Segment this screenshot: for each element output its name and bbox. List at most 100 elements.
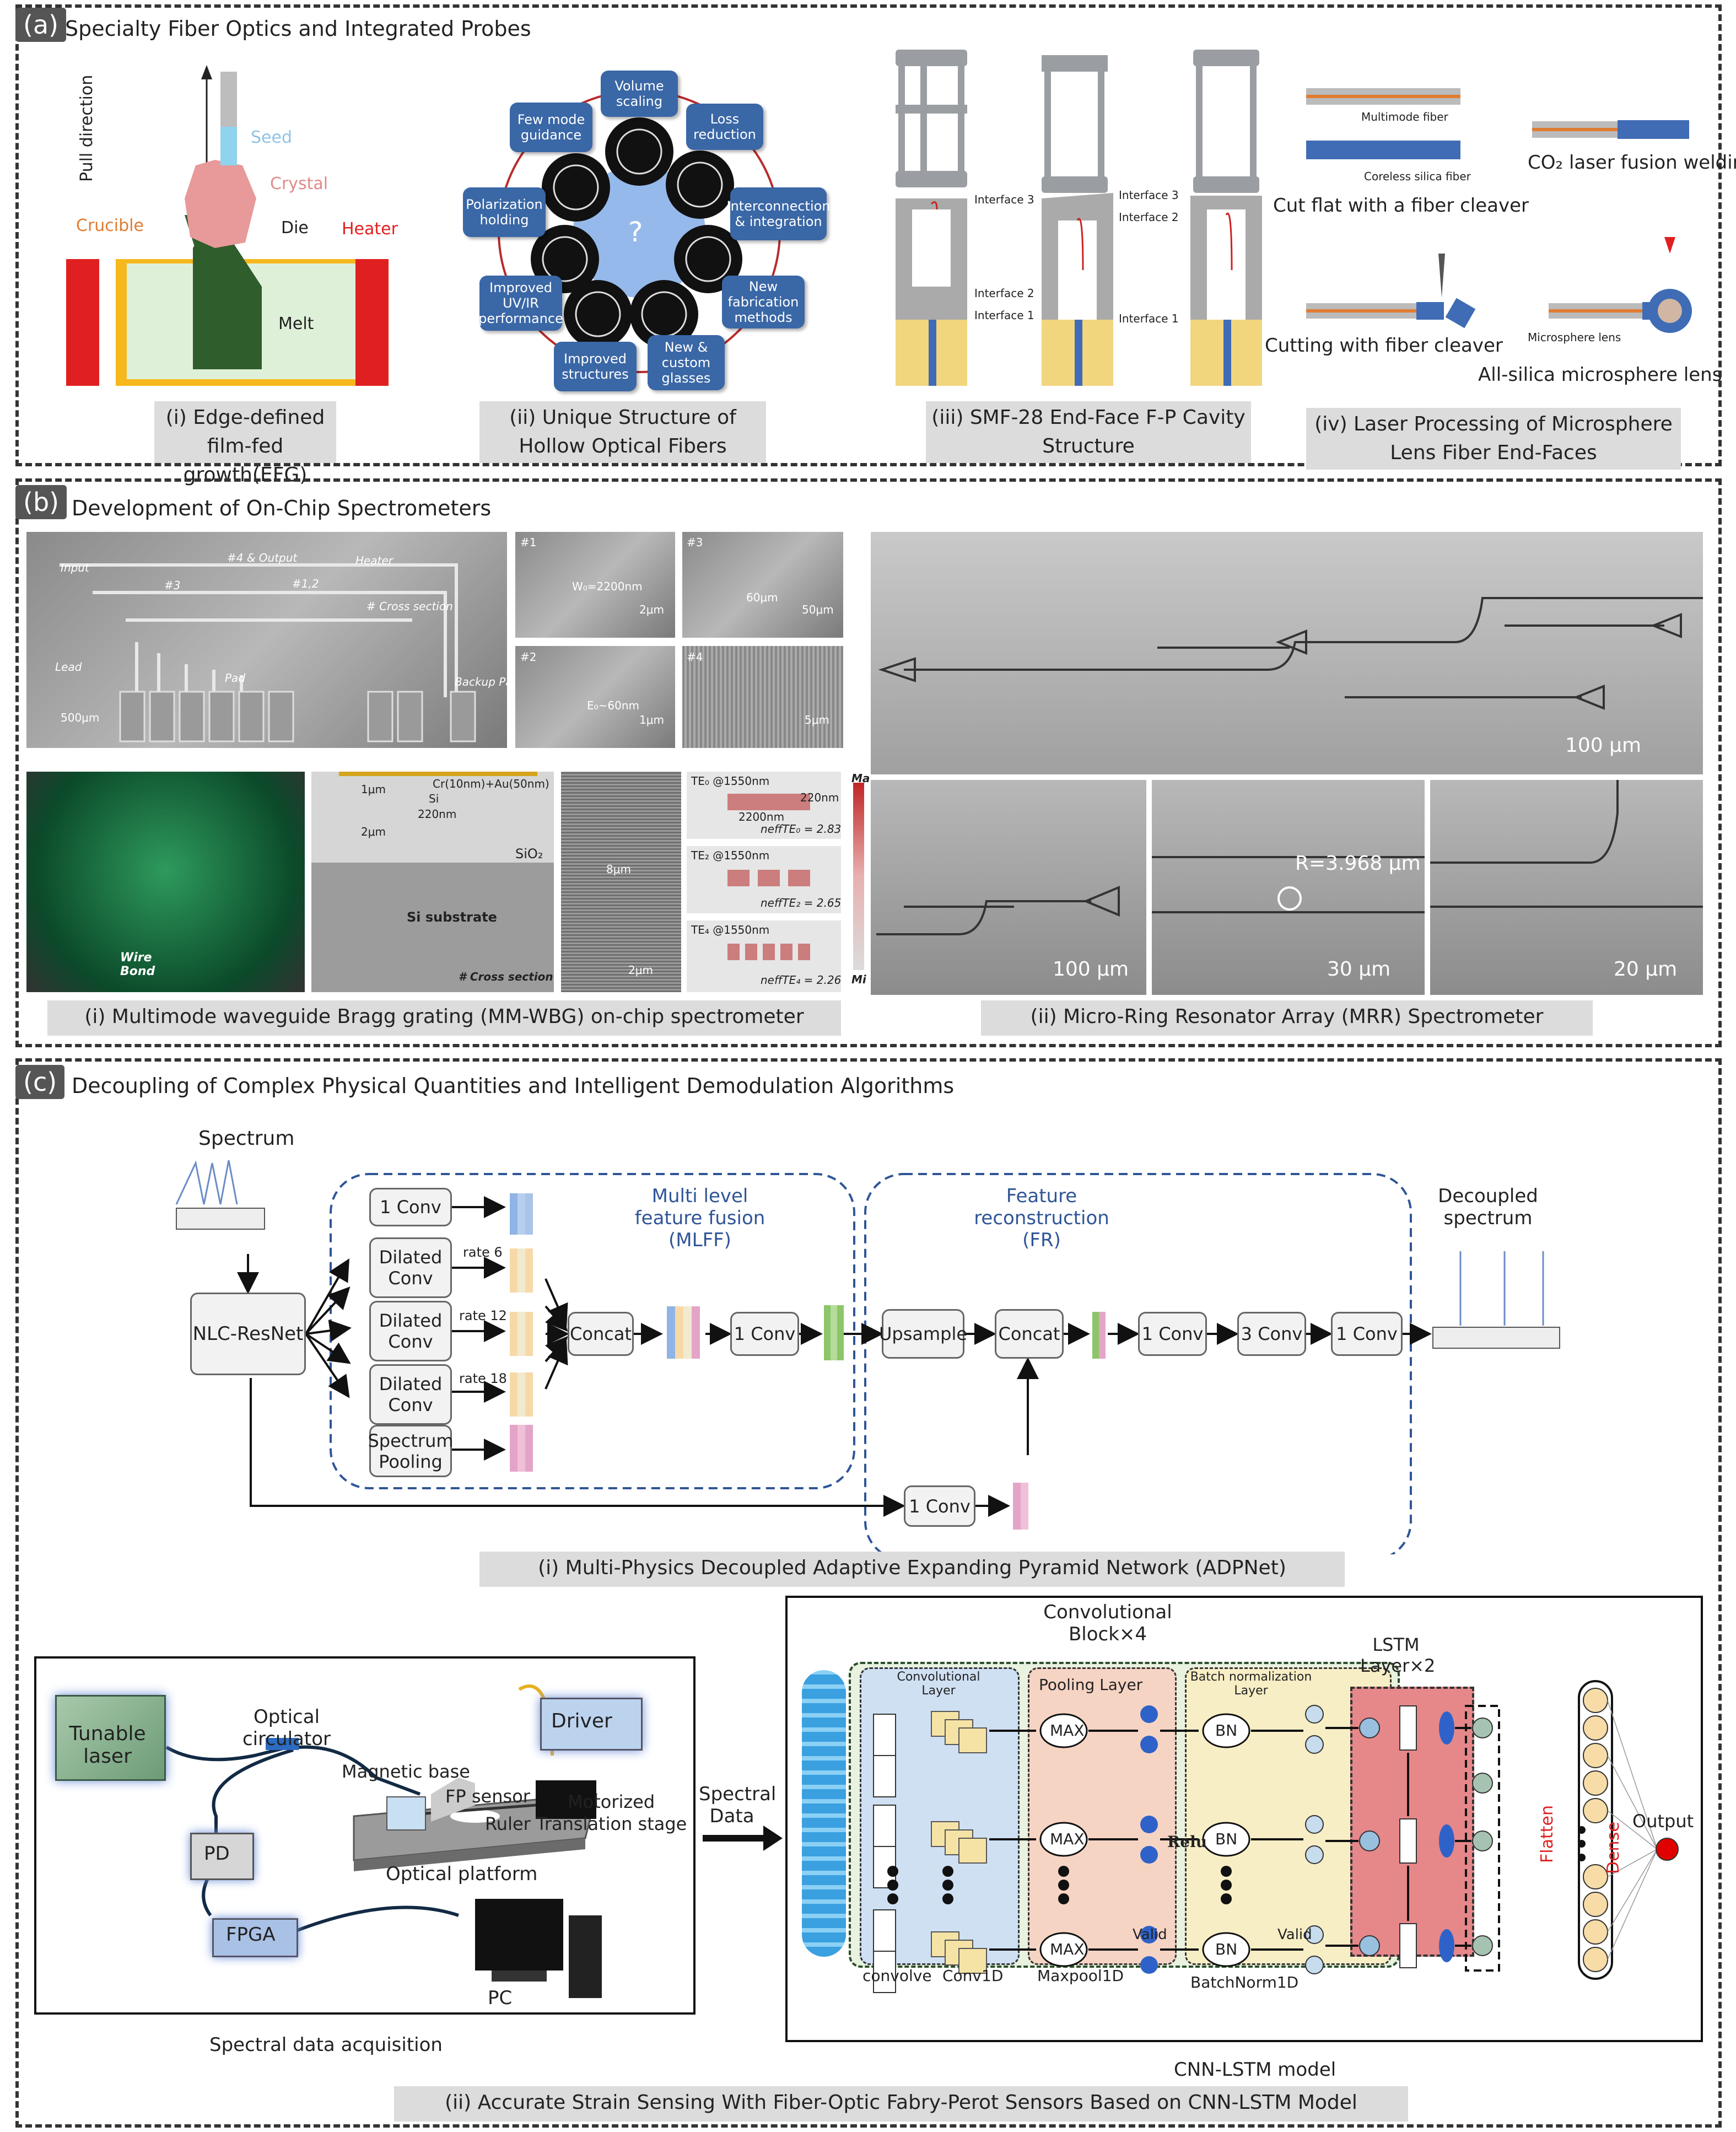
sem-zoom-4 bbox=[682, 646, 843, 748]
efg-heater-label: Heater bbox=[342, 219, 398, 239]
efg-die-label: Die bbox=[281, 218, 309, 238]
mode-te2-neff: neffTE₂ = 2.65 bbox=[761, 896, 842, 909]
cnn-bn-1: BN bbox=[1215, 1721, 1238, 1740]
mrr-br-bend bbox=[1430, 780, 1703, 908]
smf-iface3-a: Interface 3 bbox=[974, 193, 1034, 206]
hollow-caption: (ii) Unique Structure of Hollow Optical … bbox=[479, 401, 766, 463]
cnn-valid-1: Valid bbox=[1133, 1926, 1167, 1943]
node-interconnection: Interconnection & integration bbox=[726, 187, 831, 240]
cnn-relu-label: Relu bbox=[1167, 1833, 1207, 1851]
smf-iface1-a: Interface 1 bbox=[974, 309, 1034, 322]
chip-photo bbox=[26, 772, 305, 992]
grating-2um: 2μm bbox=[628, 963, 653, 977]
panel-c-tag: (c) bbox=[15, 1065, 65, 1099]
mrr-bl-waveguide bbox=[876, 886, 1120, 935]
panel-b-title: Development of On-Chip Spectrometers bbox=[72, 496, 492, 520]
xs-cr-label: Cr(10nm)+Au(50nm) bbox=[433, 777, 549, 790]
mode-te0-field bbox=[727, 794, 810, 810]
mrr-br-scale: 20 µm bbox=[1614, 958, 1678, 981]
sem-input-label: Input bbox=[61, 561, 89, 574]
laser-diagram bbox=[1290, 66, 1719, 386]
panel-a-title: Specialty Fiber Optics and Integrated Pr… bbox=[65, 17, 531, 41]
sem-n3-label: #3 bbox=[164, 579, 181, 592]
xs-sio2-label: SiO₂ bbox=[515, 846, 543, 862]
adp-conv1b-box: 1 Conv bbox=[730, 1312, 799, 1356]
cnn-input-stack bbox=[802, 1670, 846, 1957]
mrr-bm-ring bbox=[1152, 856, 1425, 913]
mrr-bm-scale: 30 µm bbox=[1327, 958, 1391, 981]
acquisition-drawing bbox=[165, 1684, 602, 1998]
chip-wire-bond-label: Wire Bond bbox=[120, 951, 155, 978]
node-loss-reduction: Loss reduction bbox=[686, 104, 763, 150]
mode-te4-neff: neffTE₄ = 2.26 bbox=[761, 973, 842, 987]
sem-zoom-1 bbox=[515, 532, 675, 638]
gold-layer bbox=[339, 772, 537, 776]
mrr-bl-scale: 100 µm bbox=[1053, 958, 1129, 981]
mrr-bottom-right bbox=[1430, 780, 1703, 995]
sem-zoom-3 bbox=[682, 532, 843, 638]
mrr-bottom-left bbox=[871, 780, 1146, 995]
cnn-output-label: Output bbox=[1632, 1811, 1694, 1832]
adp-spectrum-pooling-box: Spectrum Pooling bbox=[368, 1425, 454, 1477]
spectral-data-arrow bbox=[703, 1826, 783, 1851]
motorized-label: Motorized bbox=[568, 1791, 655, 1812]
sem-w1-scale: 2μm bbox=[639, 603, 664, 616]
laser-drawing bbox=[1306, 88, 1692, 333]
pc-label: PC bbox=[488, 1987, 513, 2009]
efg-pull-label: Pull direction bbox=[77, 74, 96, 182]
node-few-mode: Few mode guidance bbox=[510, 103, 592, 152]
mode-te0-neff: neffTE₀ = 2.83 bbox=[761, 822, 842, 836]
grating-image bbox=[561, 772, 681, 992]
efg-crucible-label: Crucible bbox=[76, 216, 144, 235]
mrr-top-scale: 100 µm bbox=[1565, 734, 1642, 757]
spectral-data-label: Spectral Data bbox=[699, 1783, 777, 1827]
hollow-center-mark: ? bbox=[628, 216, 643, 248]
optical-platform-label: Optical platform bbox=[386, 1863, 538, 1885]
adp-c1-box: 1 Conv bbox=[1138, 1312, 1207, 1356]
efg-drawing bbox=[66, 65, 389, 386]
circulator-label: Optical circulator bbox=[242, 1706, 331, 1750]
xs-220-label: 220nm bbox=[418, 807, 457, 821]
adp-bottom-conv-box: 1 Conv bbox=[904, 1485, 975, 1527]
efg-melt-label: Melt bbox=[278, 314, 314, 333]
sem-cross-label: # Cross section bbox=[366, 600, 453, 613]
panel-b-tag: (b) bbox=[15, 485, 67, 519]
magnetic-base-label: Magnetic base bbox=[342, 1761, 470, 1782]
laser-caption: (iv) Laser Processing of Microsphere Len… bbox=[1306, 408, 1681, 470]
grating-8um: 8μm bbox=[606, 863, 631, 876]
laser-coreless-label: Coreless silica fiber bbox=[1364, 170, 1471, 183]
smf-iface2-a: Interface 2 bbox=[974, 287, 1034, 300]
colorbar-min: Mi bbox=[851, 973, 866, 986]
efg-crystal-label: Crystal bbox=[270, 174, 328, 193]
adp-concat-1-box: Concat bbox=[568, 1312, 634, 1356]
cnn-lstm-drawing bbox=[873, 1680, 1679, 1993]
fp-sensor-label: FP sensor bbox=[445, 1786, 530, 1807]
pd-box bbox=[190, 1833, 254, 1880]
smf-iface2-b: Interface 2 bbox=[1119, 211, 1179, 224]
fpga-box bbox=[212, 1918, 298, 1957]
smf-iface1-b: Interface 1 bbox=[1119, 312, 1179, 325]
acquisition-frame bbox=[34, 1656, 696, 2015]
mode-te4-label: TE₄ @1550nm bbox=[691, 923, 770, 936]
mode-te2-field bbox=[727, 870, 810, 886]
adp-decoupled-label: Decoupled spectrum bbox=[1438, 1185, 1538, 1229]
laser-co2-label: CO₂ laser fusion welding bbox=[1528, 152, 1736, 174]
adp-concat-2-box: Concat bbox=[995, 1309, 1064, 1359]
sem-n12-label: #1,2 bbox=[292, 577, 319, 590]
sem-w1-dim: W₀=2200nm bbox=[572, 580, 643, 593]
sem-zoom-2 bbox=[515, 646, 675, 748]
xs-si-label: Si bbox=[429, 792, 439, 805]
si-substrate-block bbox=[311, 863, 554, 992]
laser-cutting-label: Cutting with fiber cleaver bbox=[1265, 335, 1503, 357]
cnn-dense-label: Dense bbox=[1604, 1822, 1623, 1874]
fpga-label: FPGA bbox=[226, 1924, 276, 1946]
cnn-maxpool-label: Maxpool1D bbox=[1037, 1967, 1124, 1985]
mrr-top-image bbox=[871, 532, 1703, 774]
sem-w2-tag: #2 bbox=[520, 650, 537, 664]
laser-allsilica-label: All-silica microsphere lens bbox=[1478, 364, 1722, 386]
node-uv-ir: Improved UV/IR performance bbox=[478, 276, 563, 331]
cnn-convolve-label: convolve bbox=[862, 1967, 932, 1985]
adp-rate12: rate 12 bbox=[459, 1308, 507, 1323]
sem-w4-scale: 5μm bbox=[805, 713, 829, 726]
cnn-model-label: CNN-LSTM model bbox=[1174, 2059, 1336, 2081]
